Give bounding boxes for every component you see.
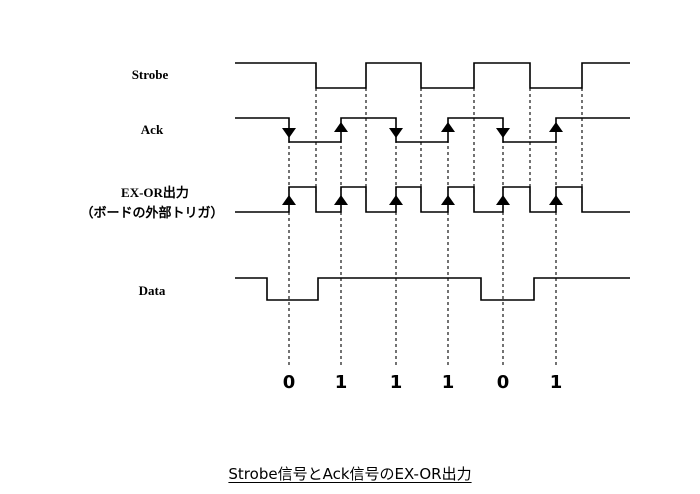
- guide-lines: [288, 88, 583, 368]
- exor-label: EX-OR出力: [121, 185, 189, 200]
- ack-waveform: [235, 117, 630, 143]
- arrow-down-icon: [496, 128, 510, 138]
- arrow-down-icon: [282, 128, 296, 138]
- arrow-down-icon: [389, 128, 403, 138]
- bit-value: 1: [335, 372, 348, 393]
- bit-value: 1: [550, 372, 563, 393]
- strobe-waveform: [235, 62, 630, 89]
- strobe-label: Strobe: [132, 67, 169, 82]
- data-label: Data: [139, 283, 166, 298]
- bit-value: 0: [497, 372, 510, 393]
- exor-sublabel: （ボードの外部トリガ）: [80, 205, 223, 220]
- data-waveform: [235, 277, 630, 301]
- exor-waveform: [235, 186, 630, 213]
- bit-value: 1: [390, 372, 403, 393]
- bit-value: 0: [283, 372, 296, 393]
- arrow-up-icon: [441, 195, 455, 205]
- arrow-up-icon: [334, 195, 348, 205]
- figure-caption: Strobe信号とAck信号のEX-OR出力: [228, 465, 472, 483]
- arrow-up-icon: [441, 122, 455, 132]
- bit-value: 1: [442, 372, 455, 393]
- arrow-up-icon: [334, 122, 348, 132]
- arrow-up-icon: [282, 195, 296, 205]
- arrow-up-icon: [549, 195, 563, 205]
- ack-label: Ack: [141, 122, 164, 137]
- arrow-up-icon: [389, 195, 403, 205]
- arrow-up-icon: [549, 122, 563, 132]
- arrow-up-icon: [496, 195, 510, 205]
